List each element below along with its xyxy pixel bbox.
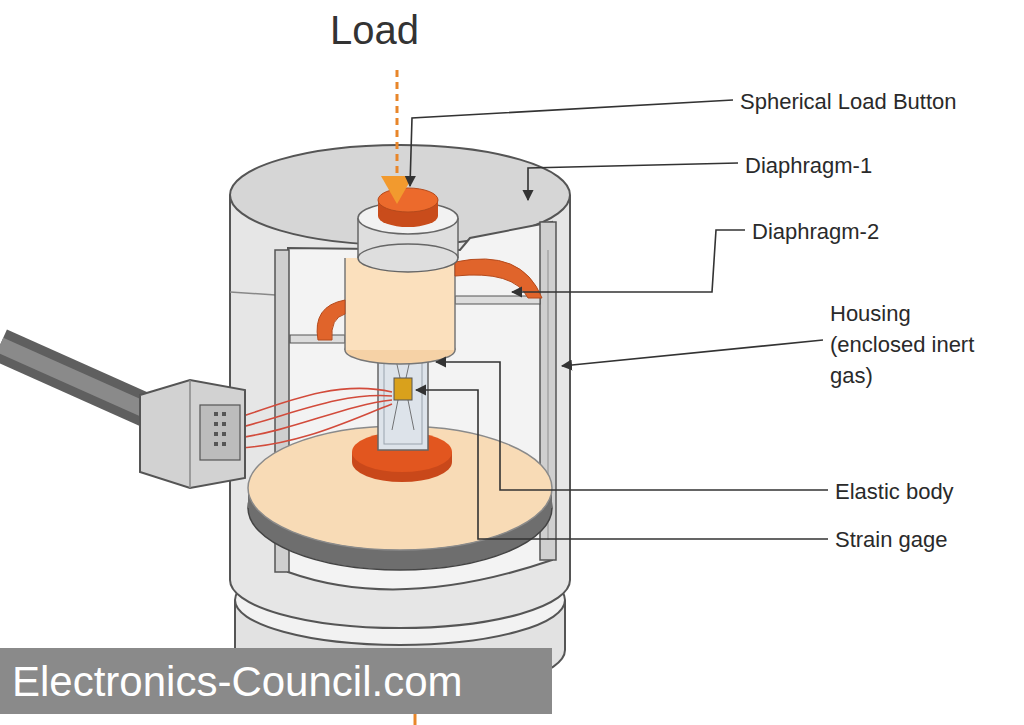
strain-gage bbox=[394, 378, 412, 400]
connector bbox=[140, 380, 245, 488]
load-label: Load bbox=[330, 2, 419, 59]
part-label: Diaphragm-2 bbox=[752, 216, 879, 247]
part-label: Strain gage bbox=[835, 524, 948, 555]
sensing-column bbox=[378, 350, 428, 450]
part-label: Housing (enclosed inert gas) bbox=[830, 298, 980, 392]
part-label: Spherical Load Button bbox=[740, 86, 957, 117]
watermark-band bbox=[0, 648, 552, 714]
part-label: Elastic body bbox=[835, 476, 954, 507]
load-arrow-head bbox=[381, 176, 413, 204]
watermark: Electronics-Council.com bbox=[12, 652, 462, 712]
part-label: Diaphragm-1 bbox=[745, 150, 872, 181]
spherical-load-button bbox=[378, 188, 438, 212]
cable-highlight bbox=[0, 345, 150, 412]
load-arrow bbox=[396, 70, 399, 176]
diaphragm-2 bbox=[317, 300, 345, 340]
cable bbox=[0, 345, 150, 412]
